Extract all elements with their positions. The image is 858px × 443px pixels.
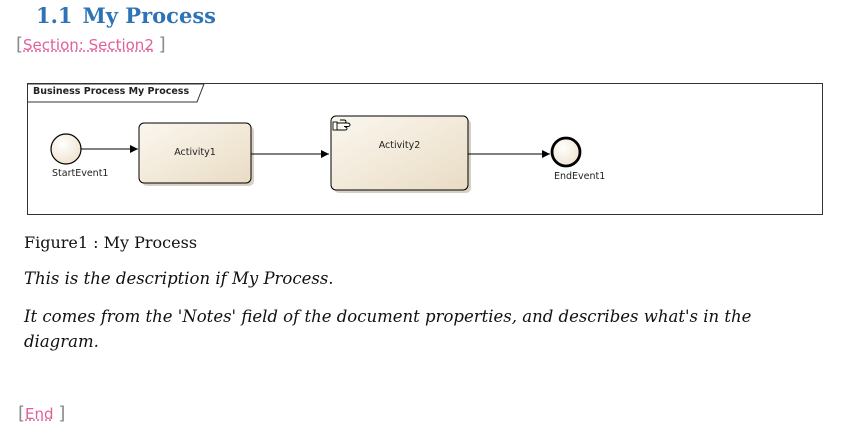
end-field[interactable]: [End ] [18,403,65,424]
heading-title: My Process [82,3,216,28]
manual-task-hand-icon [332,119,351,131]
field-close-bracket: ] [58,403,66,424]
heading: 1.1 My Process [36,3,216,28]
activity2-label: Activity2 [378,140,421,151]
diagram-canvas [28,84,582,193]
figure-caption: Figure1 : My Process [24,233,198,252]
end-event-shape[interactable] [550,136,582,168]
field-close-bracket: ] [158,34,166,55]
description-paragraph-2: It comes from the 'Notes' field of the d… [24,307,752,351]
start-event-label: StartEvent1 [52,168,109,179]
section-field-label[interactable]: Section: Section2 [23,36,154,54]
end-event-label: EndEvent1 [554,171,606,182]
field-open-bracket: [ [16,34,24,55]
pool-title-tab [28,84,205,103]
end-field-label[interactable]: End [25,405,54,423]
heading-number: 1.1 [36,3,73,28]
description-paragraph-1: This is the description if My Process. [24,269,334,288]
activity1-label: Activity1 [174,147,216,158]
activity2-shape[interactable] [330,115,469,191]
pool-title: Business Process My Process [33,86,190,97]
process-diagram: Business Process My Process StartEvent1 … [27,83,823,215]
activity1-shape[interactable] [138,122,252,184]
start-event-shape[interactable] [50,133,82,165]
section-field[interactable]: [Section: Section2 ] [16,34,166,55]
field-open-bracket: [ [18,403,26,424]
